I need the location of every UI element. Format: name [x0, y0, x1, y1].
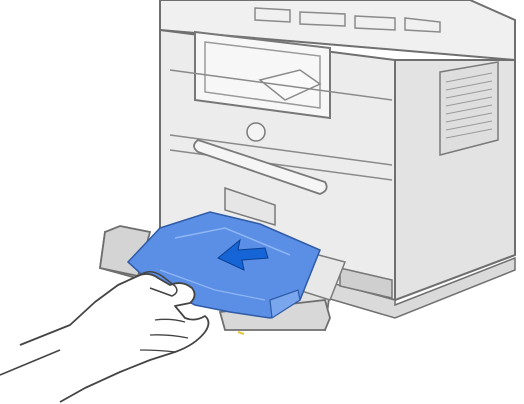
- hand-outline: [20, 274, 209, 402]
- front-button: [247, 123, 265, 141]
- side-vent: [440, 62, 498, 155]
- tray-marker-2: [238, 332, 244, 334]
- hand: [0, 272, 209, 402]
